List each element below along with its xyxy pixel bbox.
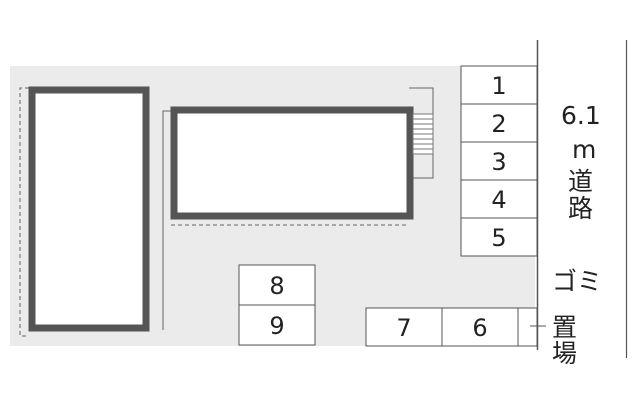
garbage-label-3: 場	[552, 339, 577, 368]
parking-space-4: 4	[460, 179, 538, 219]
road-label: 6.1 m 道 路	[561, 101, 601, 223]
parking-space-label: 9	[269, 312, 284, 340]
road-label-2: 路	[568, 194, 593, 223]
parking-space-2: 2	[460, 103, 538, 143]
parking-space-label: 5	[491, 224, 506, 252]
left-building-dashed-outline	[19, 87, 29, 337]
road-unit: m	[572, 135, 596, 164]
garbage-label-2: 置	[552, 313, 577, 342]
parking-space-9: 9	[238, 304, 316, 346]
garbage-area-box	[517, 307, 538, 347]
parking-space-5: 5	[460, 217, 538, 257]
parking-space-label: 1	[491, 72, 506, 100]
road-width: 6.1	[561, 101, 601, 130]
parking-space-label: 4	[491, 186, 506, 214]
building-left	[28, 86, 150, 332]
parking-space-1: 1	[460, 65, 538, 105]
building-right	[170, 106, 414, 220]
parking-space-8: 8	[238, 264, 316, 306]
parking-space-label: 6	[472, 314, 487, 342]
parking-space-label: 3	[491, 148, 506, 176]
parking-space-label: 8	[269, 272, 284, 300]
parking-space-3: 3	[460, 141, 538, 181]
parking-space-6: 6	[441, 307, 519, 347]
stairs-icon	[412, 113, 434, 155]
parking-space-label: 7	[396, 314, 411, 342]
parking-space-label: 2	[491, 110, 506, 138]
garbage-label: ゴミ 置 場	[552, 267, 602, 368]
parking-space-7: 7	[365, 307, 443, 347]
garbage-label-1: ゴミ	[552, 267, 602, 296]
road-label-1: 道	[568, 167, 593, 196]
